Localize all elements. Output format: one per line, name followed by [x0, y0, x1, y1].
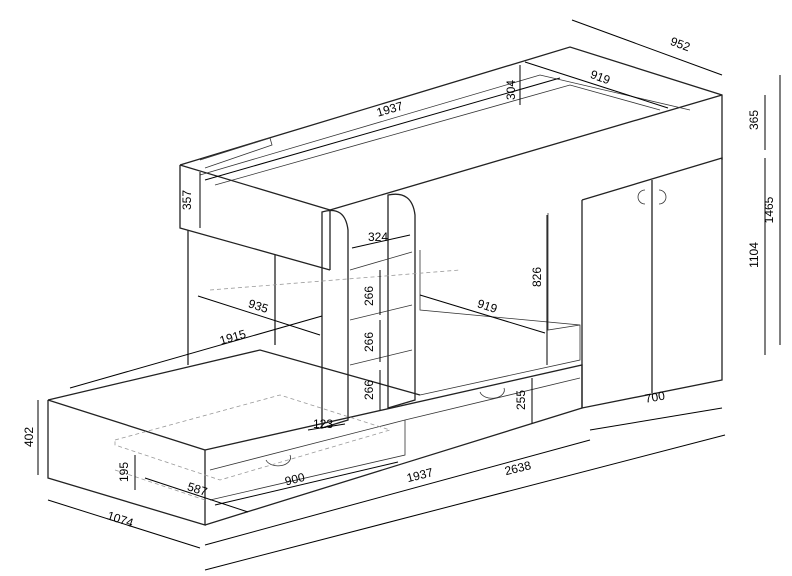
label-total-height: 1465	[762, 196, 776, 223]
furniture-outline	[47, 46, 723, 526]
label-bottom-length: 1937	[405, 465, 435, 485]
label-ladder-step-2: 266	[362, 332, 376, 352]
label-lower-depth: 935	[247, 296, 271, 316]
label-pullout-height: 195	[117, 462, 131, 482]
label-side-offset: 123	[313, 417, 333, 431]
label-top-depth: 952	[668, 34, 692, 54]
label-total-depth: 1074	[105, 508, 135, 530]
label-lower-length: 1915	[218, 327, 248, 348]
label-pullout-depth: 587	[186, 479, 210, 499]
label-pullout-width: 900	[283, 470, 306, 489]
label-wardrobe-height: 1104	[747, 242, 761, 268]
label-clearance-height: 826	[530, 267, 544, 287]
label-drawer-height: 255	[514, 390, 528, 410]
label-top-side-height: 365	[747, 110, 761, 130]
label-lower-height: 402	[22, 427, 36, 447]
label-ladder-step-1: 266	[362, 286, 376, 306]
label-total-length: 2638	[503, 458, 533, 478]
label-top-rail-height: 304	[504, 80, 518, 100]
label-ladder-step-3: 266	[362, 380, 376, 400]
label-ladder-width: 324	[368, 230, 388, 244]
dimension-lines	[37, 19, 781, 571]
label-top-inner-depth: 919	[588, 67, 612, 87]
label-lower-inner-depth: 919	[476, 296, 500, 316]
label-wardrobe-width: 700	[644, 388, 666, 405]
label-head-rail-height: 357	[180, 190, 194, 210]
